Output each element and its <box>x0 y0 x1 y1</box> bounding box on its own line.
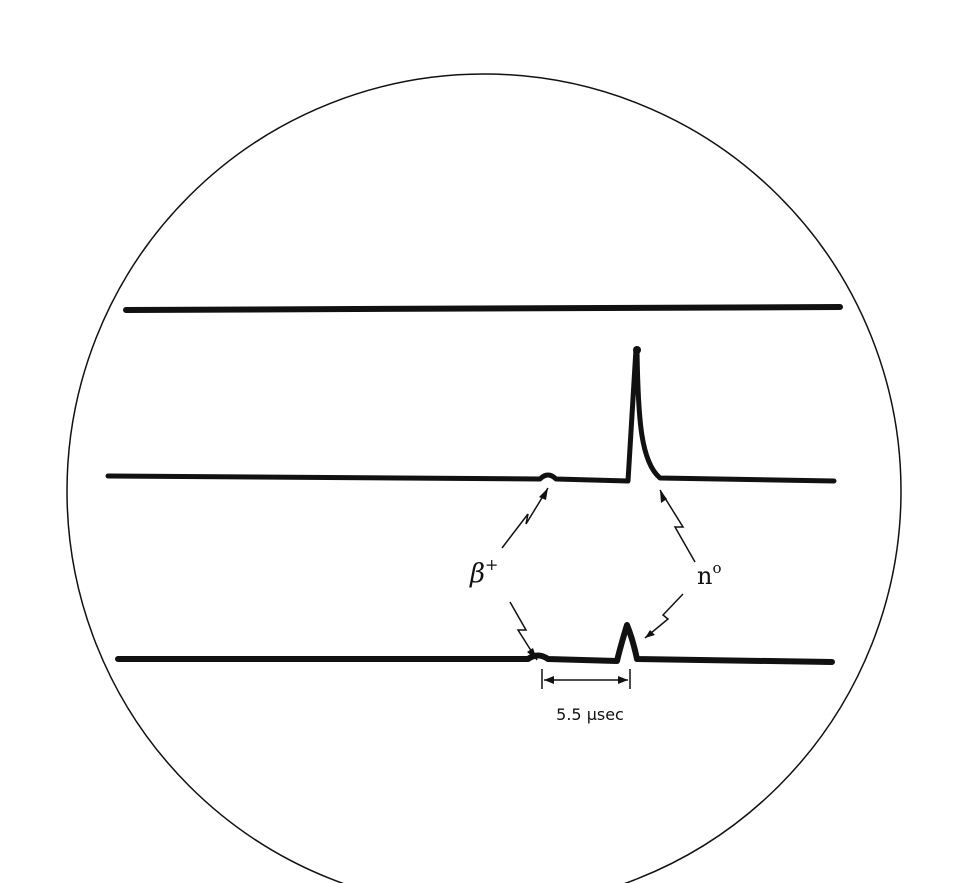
arrow-beta-upper <box>501 487 549 549</box>
neutron-symbol: n <box>697 562 712 590</box>
arrowhead-neutron-upper <box>660 490 667 503</box>
interval-arrowhead-right <box>618 676 628 684</box>
arrowhead-beta-upper <box>539 488 548 500</box>
beta-symbol: β <box>469 559 485 589</box>
arrowhead-beta-lower <box>527 648 537 660</box>
trace-bottom <box>115 622 835 665</box>
trace-middle-peak-dot <box>633 346 641 354</box>
neutron-label: no <box>697 559 722 590</box>
arrow-neutron-lower <box>644 593 684 639</box>
arrow-neutron-upper <box>659 489 696 563</box>
beta-label: β+ <box>469 555 498 589</box>
oscilloscope-screen <box>66 73 902 883</box>
arrow-beta-lower <box>509 601 538 661</box>
interval-label: 5.5 μsec <box>556 705 624 724</box>
interval-arrowhead-left <box>544 676 554 684</box>
trace-middle <box>105 346 837 484</box>
beta-superscript: + <box>485 555 498 574</box>
trace-top <box>123 304 843 313</box>
arrowhead-neutron-lower <box>645 630 655 638</box>
neutron-superscript: o <box>712 559 721 577</box>
